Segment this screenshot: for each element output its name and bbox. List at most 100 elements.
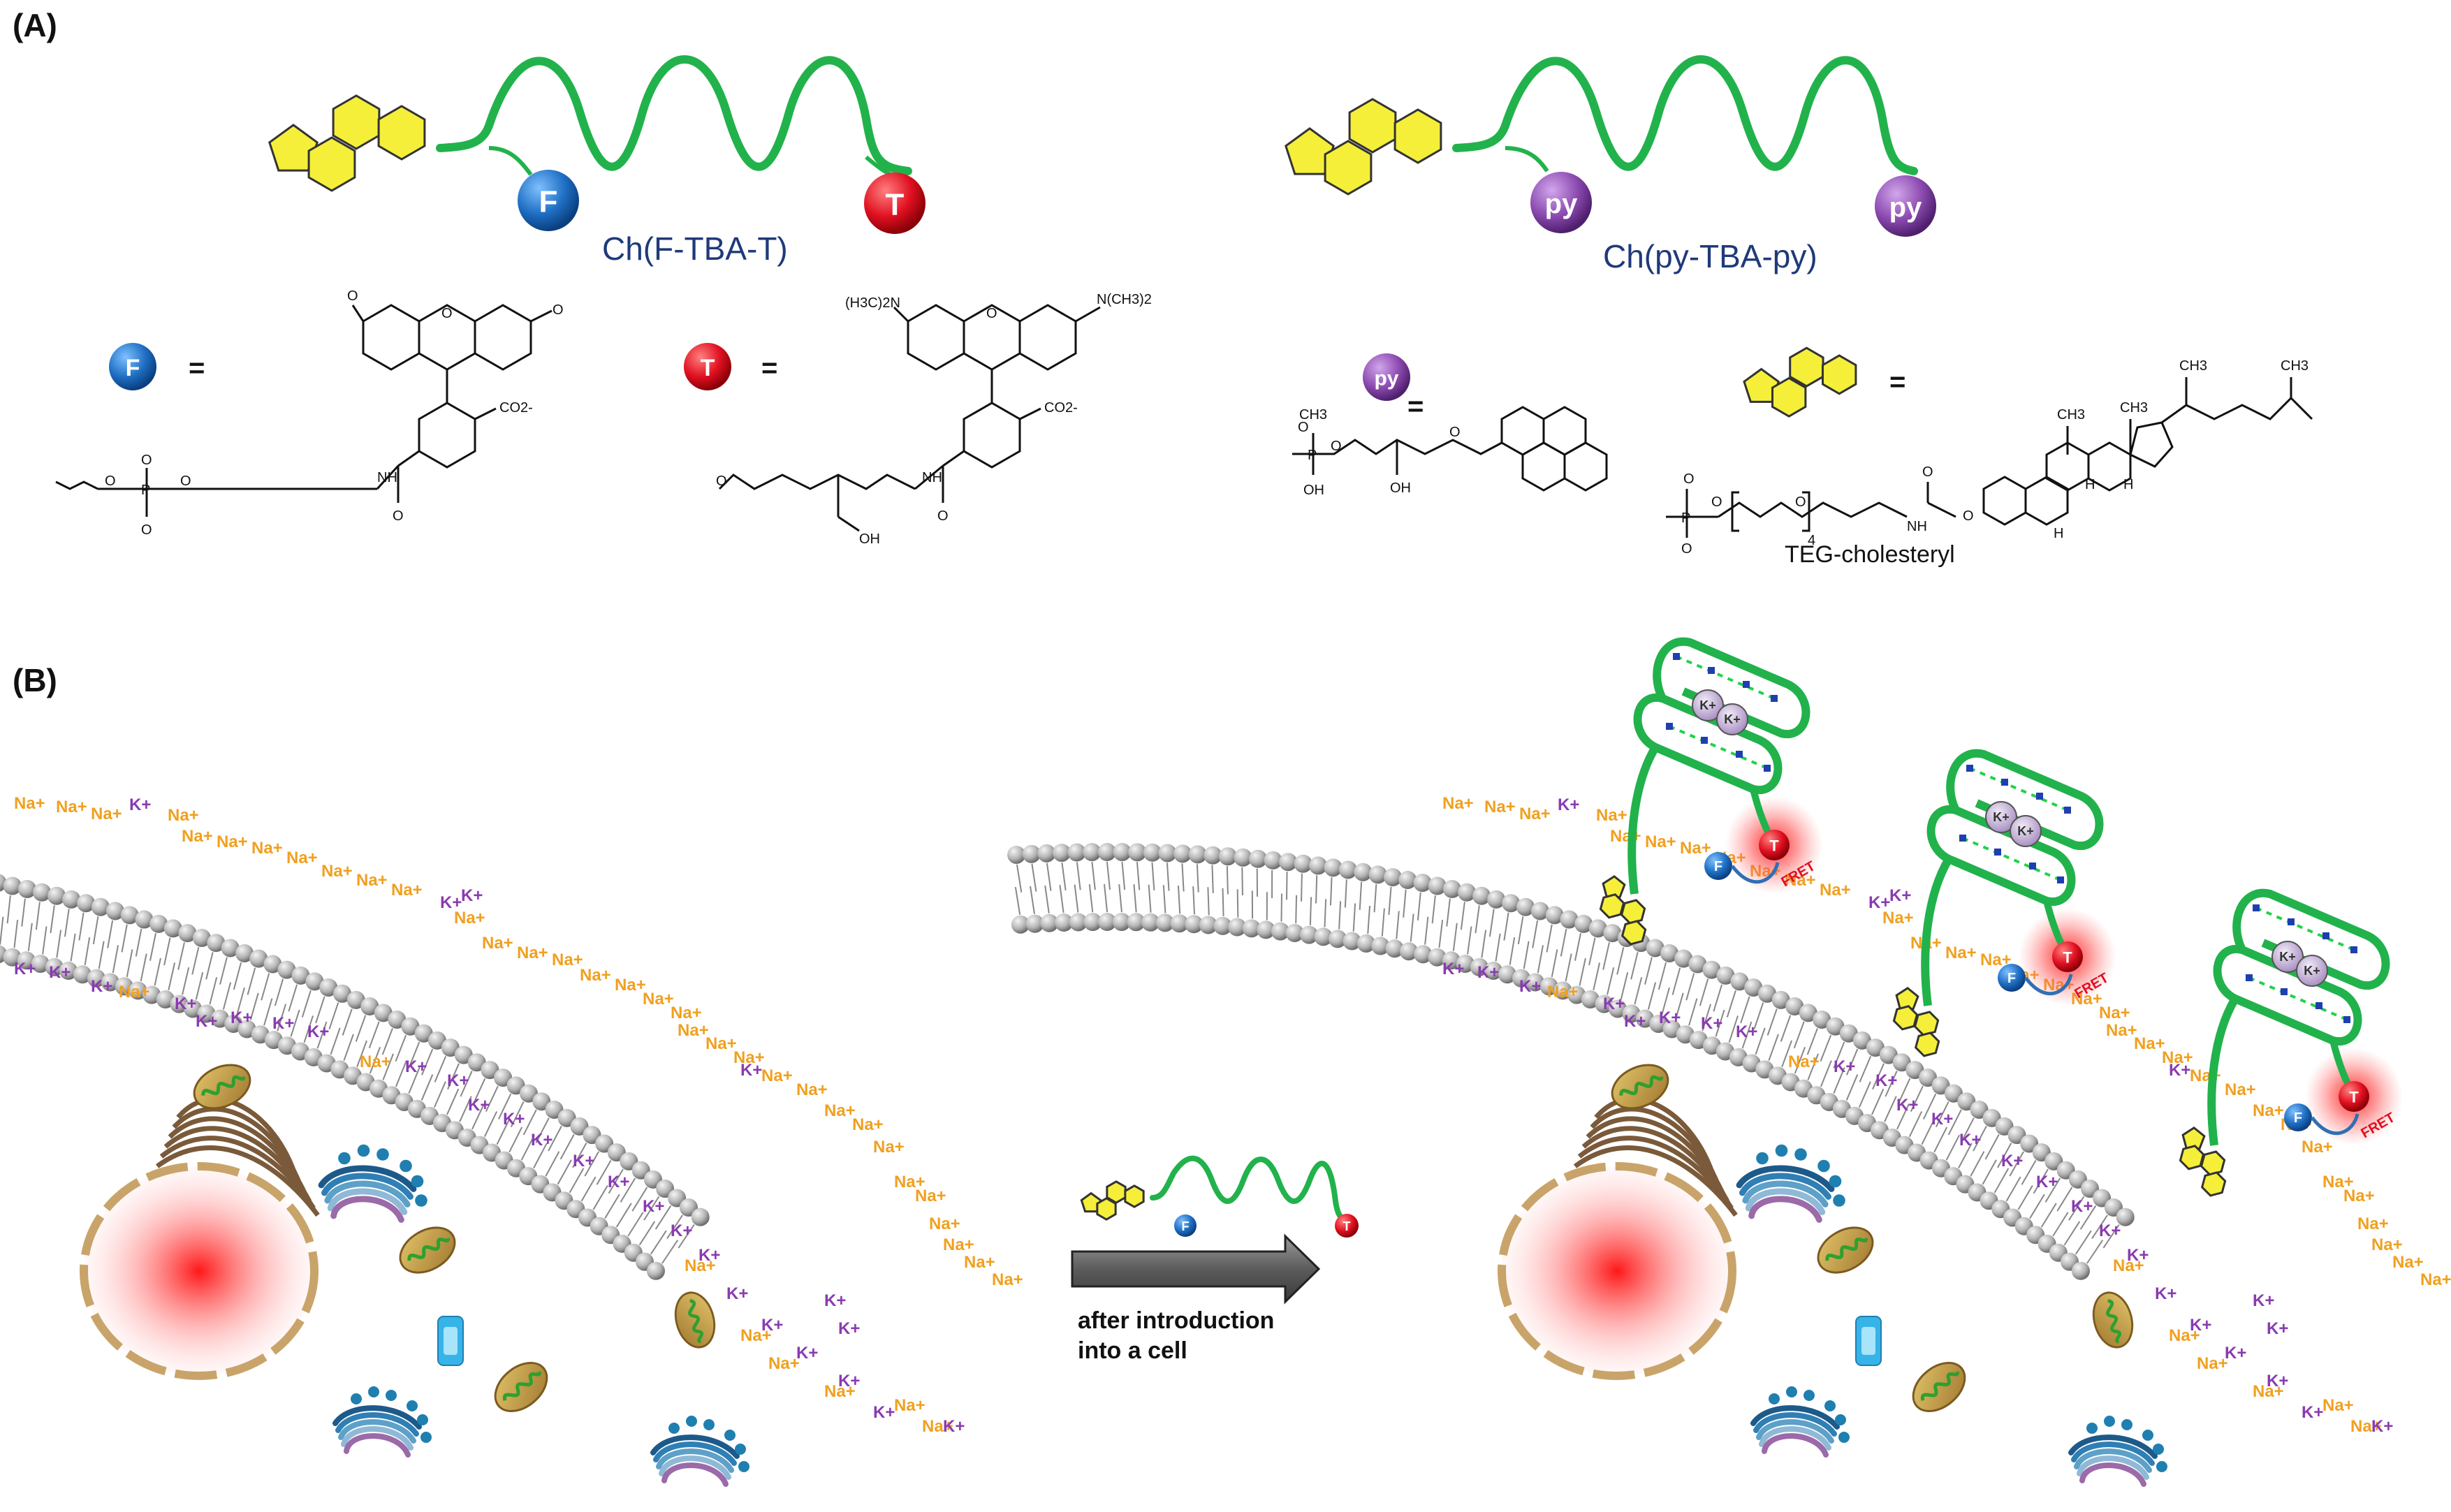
panel-a-label: (A) (13, 7, 57, 43)
k-ion-label: K+ (49, 963, 71, 982)
lipid-head (427, 1031, 446, 1050)
k-ion-label: K+ (671, 1221, 692, 1240)
lipid-head (1368, 865, 1387, 884)
svg-text:O: O (1449, 425, 1461, 440)
lipid-head (235, 944, 254, 962)
k-ion-label: K+ (1868, 893, 1890, 912)
na-ion-label: Na+ (2106, 1021, 2137, 1040)
k-ion-label: K+ (761, 1316, 783, 1335)
cholesterol-icon (1743, 346, 1857, 418)
lipid-head (1083, 843, 1102, 862)
svg-text:T: T (701, 355, 715, 381)
lipid-head (1098, 913, 1117, 932)
legend-pyrene: py = CH3 O P OH O OH O (1292, 353, 1608, 498)
teg-cholesteryl-label: TEG-cholesteryl (1785, 541, 1955, 568)
organelles-right (1498, 1064, 2167, 1487)
svg-text:NH: NH (1907, 519, 1927, 534)
na-ion-label: Na+ (852, 1115, 884, 1134)
k-ion-label: K+ (873, 1403, 895, 1422)
lipid-head (291, 966, 310, 985)
lipid-head (101, 973, 119, 992)
k-ion-label: K+ (503, 1110, 525, 1129)
lipid-head (1371, 937, 1390, 955)
k-ion-label: K+ (943, 1417, 965, 1436)
lipid-head (1603, 924, 1622, 943)
na-ion-label: Na+ (286, 849, 318, 867)
lipid-head (2116, 1208, 2135, 1226)
svg-text:CH3: CH3 (2281, 358, 2309, 374)
na-ion-label: Na+ (2113, 1256, 2144, 1275)
svg-text:F: F (1714, 859, 1722, 874)
lipid-head (1128, 843, 1147, 862)
lipid-head (1188, 845, 1207, 864)
svg-text:=: = (1889, 367, 1905, 397)
lipid-head (170, 994, 189, 1013)
k-ion-label: K+ (698, 1246, 720, 1265)
lipid-head (441, 1038, 460, 1057)
svg-text:O: O (1711, 494, 1722, 510)
lipid-head (1199, 916, 1217, 934)
k-ion-label: K+ (447, 1071, 469, 1090)
svg-text:CH3: CH3 (2179, 358, 2207, 374)
k-ion-label: K+ (740, 1061, 762, 1080)
lipid-head (1553, 981, 1572, 1000)
na-ion-label: Na+ (2371, 1235, 2403, 1254)
na-ion-label: Na+ (2350, 1417, 2382, 1436)
svg-text:F: F (2007, 971, 2016, 986)
lipid-head (1022, 844, 1041, 863)
lipid-head (1839, 1024, 1858, 1043)
lipid-head (414, 1024, 433, 1043)
lipid-head (1342, 932, 1361, 950)
lipid-head (454, 1045, 473, 1064)
organelles-left (80, 1064, 749, 1487)
tba-strand (436, 55, 912, 175)
na-ion-label: Na+ (251, 839, 283, 858)
na-ion-label: Na+ (2253, 1382, 2284, 1401)
na-ion-label: Na+ (733, 1048, 765, 1067)
lipid-head (1428, 876, 1447, 895)
pyrene-ball-3prime: py (1875, 175, 1936, 237)
na-ion-label: Na+ (1484, 798, 1516, 816)
lipid-head (1539, 977, 1558, 996)
svg-text:CO2-: CO2- (1044, 400, 1078, 416)
na-ion-label: Na+ (391, 881, 423, 900)
construct-py-tba-py: py py Ch(py-TBA-py) (1285, 55, 1936, 274)
svg-text:O: O (716, 474, 727, 489)
na-ion-label: Na+ (873, 1138, 905, 1157)
svg-text:NH: NH (922, 470, 942, 485)
k-ion-label: K+ (824, 1291, 846, 1310)
k-ion-label: K+ (196, 1012, 217, 1031)
k-ion-label: K+ (608, 1173, 629, 1191)
svg-text:OH: OH (1303, 483, 1324, 498)
svg-text:F: F (126, 355, 140, 381)
lipid-head (360, 997, 379, 1016)
lipid-head (3, 876, 22, 895)
tba-strand (1452, 55, 1918, 175)
k-ion-label: K+ (1659, 1008, 1681, 1027)
svg-text:P: P (141, 483, 150, 498)
lipid-head (1502, 894, 1521, 913)
na-ion-label: Na+ (168, 806, 199, 825)
lipid-head (1595, 994, 1614, 1013)
svg-text:OH: OH (1390, 480, 1411, 496)
svg-text:T: T (886, 188, 905, 222)
lipid-head (1398, 871, 1417, 890)
lipid-head (17, 951, 36, 970)
na-ion-label: Na+ (824, 1101, 856, 1120)
k-ion-label: K+ (405, 1057, 427, 1076)
lipid-head (277, 960, 296, 979)
svg-text:H: H (2123, 477, 2133, 492)
lipid-head (346, 990, 365, 1009)
arrow-construct: F T (1080, 1155, 1359, 1238)
k-ion-label: K+ (726, 1284, 748, 1303)
lipid-head (1203, 846, 1222, 865)
svg-text:O: O (347, 288, 358, 304)
na-ion-label: Na+ (2225, 1080, 2256, 1099)
na-ion-label: Na+ (615, 976, 646, 994)
na-ion-label: Na+ (1945, 944, 1977, 962)
lipid-head (47, 886, 66, 905)
lipid-head (120, 906, 139, 925)
na-ion-label: Na+ (685, 1256, 716, 1275)
k-ion-label: K+ (1603, 994, 1625, 1013)
